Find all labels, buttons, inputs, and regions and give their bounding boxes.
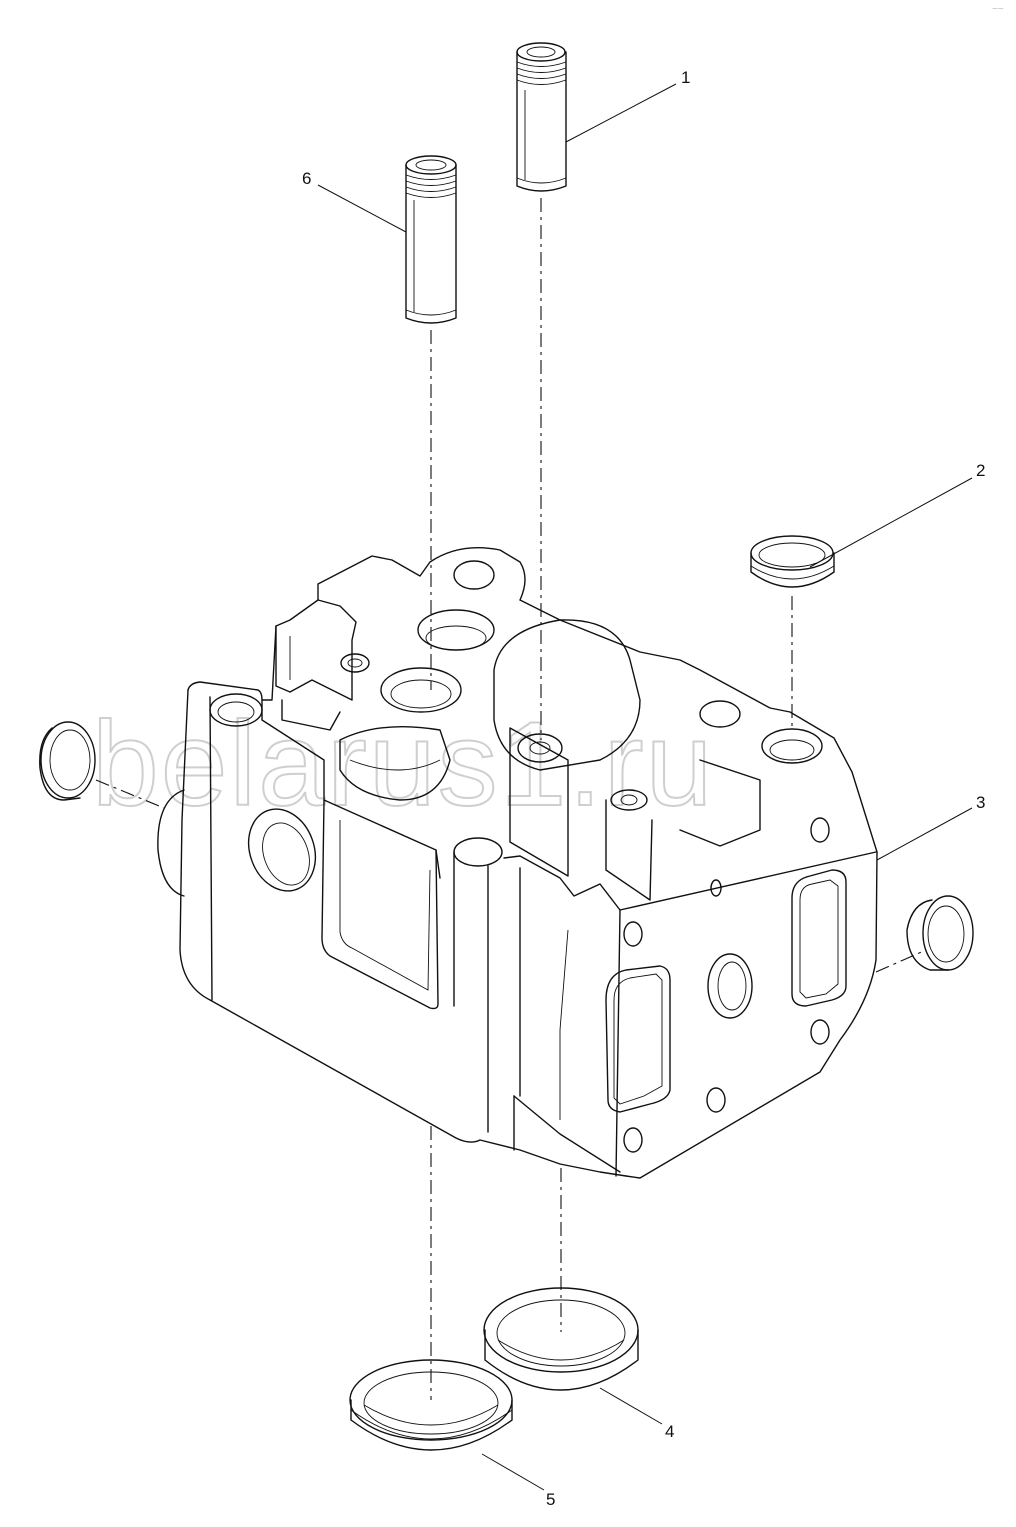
assembly-center-lines [95,198,927,1400]
callout-5: 5 [546,1490,555,1509]
side-plug-left [39,721,96,801]
side-plug-right [906,895,974,971]
watermark: belarus1.ru [92,697,714,831]
part-5-valve-seat-ring [349,1359,513,1451]
callout-4: 4 [665,1422,674,1441]
part-6-valve-guide [405,155,457,324]
part-2-plug [750,535,835,588]
part-3-cylinder-head [157,547,878,1179]
callout-2: 2 [976,461,985,480]
callout-3: 3 [976,793,985,812]
corner-mark: −− [992,4,1004,15]
part-1-valve-guide [516,42,567,192]
callout-6: 6 [302,169,311,188]
callout-1: 1 [681,68,690,87]
callout-leader-lines [317,83,973,1491]
